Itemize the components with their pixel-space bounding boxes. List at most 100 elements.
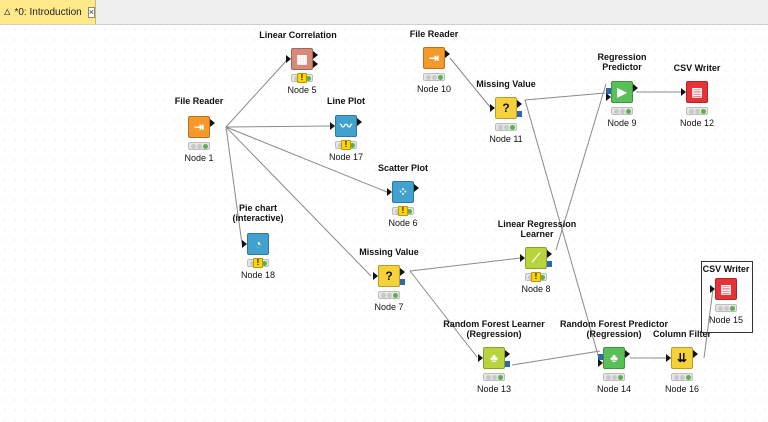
warning-icon[interactable]: !	[297, 73, 307, 83]
node-7-box[interactable]: ?	[378, 265, 400, 287]
output-port[interactable]	[313, 60, 318, 68]
output-port[interactable]	[693, 350, 698, 358]
model-output-port[interactable]	[505, 361, 510, 367]
node-12-box[interactable]: ▤	[686, 81, 708, 103]
connection-n1-n17	[225, 125, 332, 128]
node-16-box[interactable]: ⇊	[671, 347, 693, 369]
selection-frame	[701, 261, 753, 333]
output-port[interactable]	[625, 350, 630, 358]
missing-value-icon: ?	[502, 101, 510, 115]
node-status-indicator	[715, 304, 737, 312]
node-label: Node 17	[328, 152, 364, 162]
warning-icon[interactable]: !	[398, 206, 408, 216]
input-port[interactable]	[710, 285, 715, 293]
node-18-box[interactable]: ◔	[247, 233, 269, 255]
status-led	[694, 108, 700, 114]
output-port[interactable]	[313, 51, 318, 59]
model-output-port[interactable]	[517, 111, 522, 117]
input-port[interactable]	[598, 359, 603, 367]
status-led	[717, 305, 723, 311]
node-14-box[interactable]: ♣	[603, 347, 625, 369]
node-15-box[interactable]: ▤	[715, 278, 737, 300]
node-label: Node 14	[596, 384, 632, 394]
node-13-box[interactable]: ♣	[483, 347, 505, 369]
input-port[interactable]	[478, 354, 483, 362]
input-port[interactable]	[242, 240, 247, 248]
input-port[interactable]	[387, 188, 392, 196]
output-port[interactable]	[400, 268, 405, 276]
random-forest-learner-icon: ♣	[490, 351, 498, 365]
output-port[interactable]	[547, 250, 552, 258]
node-label: Node 9	[607, 118, 637, 128]
node-17-box[interactable]: 〰	[335, 115, 357, 137]
node-1-box[interactable]: ⇥	[188, 116, 210, 138]
output-port[interactable]	[414, 184, 419, 192]
output-port[interactable]	[633, 84, 638, 92]
warning-icon[interactable]: !	[253, 258, 263, 268]
correlation-matrix-icon: ▦	[296, 52, 308, 66]
connection-n10-n11	[449, 57, 491, 108]
file-reader-icon: ⇥	[428, 51, 440, 65]
node-title: Missing Value	[476, 79, 536, 89]
node-title: File Reader	[174, 96, 224, 106]
connection-n13-n14	[511, 350, 601, 366]
connection-n1-n7	[225, 126, 372, 277]
node-label: Node 13	[476, 384, 512, 394]
input-port[interactable]	[490, 104, 495, 112]
warning-icon[interactable]: !	[341, 140, 351, 150]
warning-icon[interactable]: !	[531, 272, 541, 282]
status-led	[613, 108, 619, 114]
status-led	[611, 374, 617, 380]
output-port[interactable]	[445, 50, 450, 58]
pie-chart-icon: ◔	[254, 237, 262, 251]
model-output-port[interactable]	[400, 279, 405, 285]
linear-regression-learner-icon: ⟋	[531, 251, 541, 265]
status-green-led	[617, 374, 623, 380]
input-port[interactable]	[286, 55, 291, 63]
status-green-led	[202, 143, 208, 149]
status-led	[394, 208, 400, 214]
close-icon[interactable]: ×	[87, 6, 95, 18]
input-port[interactable]	[520, 254, 525, 262]
node-11-box[interactable]: ?	[495, 97, 517, 119]
workflow-canvas[interactable]	[0, 25, 768, 422]
output-port[interactable]	[210, 119, 215, 127]
missing-value-icon: ?	[385, 269, 393, 283]
status-led	[679, 374, 685, 380]
tab-introduction[interactable]: *0: Introduction ×	[0, 0, 96, 24]
node-label: Node 5	[287, 85, 317, 95]
node-title: File Reader	[409, 29, 459, 39]
input-port[interactable]	[666, 354, 671, 362]
status-green-led	[437, 74, 443, 80]
status-green-led	[392, 292, 398, 298]
output-port[interactable]	[357, 118, 362, 126]
input-port[interactable]	[598, 354, 603, 360]
connection-n8-n9	[555, 83, 607, 251]
status-green-led	[497, 374, 503, 380]
status-green-led	[685, 374, 691, 380]
input-port[interactable]	[330, 122, 335, 130]
status-led	[491, 374, 497, 380]
connection-n7-n8	[409, 257, 522, 272]
input-port[interactable]	[373, 272, 378, 280]
node-10-box[interactable]: ⇥	[423, 47, 445, 69]
input-port[interactable]	[681, 88, 686, 96]
node-9-box[interactable]: ▶	[611, 81, 633, 103]
node-status-indicator	[603, 373, 625, 381]
node-title: Line Plot	[327, 96, 365, 106]
node-8-box[interactable]: ⟋	[525, 247, 547, 269]
status-led	[605, 374, 611, 380]
node-5-box[interactable]: ▦	[291, 48, 313, 70]
node-label: Node 12	[679, 118, 715, 128]
output-port[interactable]	[517, 100, 522, 108]
status-green-led	[261, 260, 267, 266]
output-port[interactable]	[505, 350, 510, 358]
input-port[interactable]	[606, 93, 611, 101]
file-reader-icon: ⇥	[193, 120, 205, 134]
node-title: Linear Correlation	[259, 30, 337, 40]
input-port[interactable]	[606, 88, 611, 94]
model-output-port[interactable]	[547, 261, 552, 267]
connection-n1-n18	[225, 126, 243, 245]
node-6-box[interactable]: ⁘	[392, 181, 414, 203]
status-led	[723, 305, 729, 311]
